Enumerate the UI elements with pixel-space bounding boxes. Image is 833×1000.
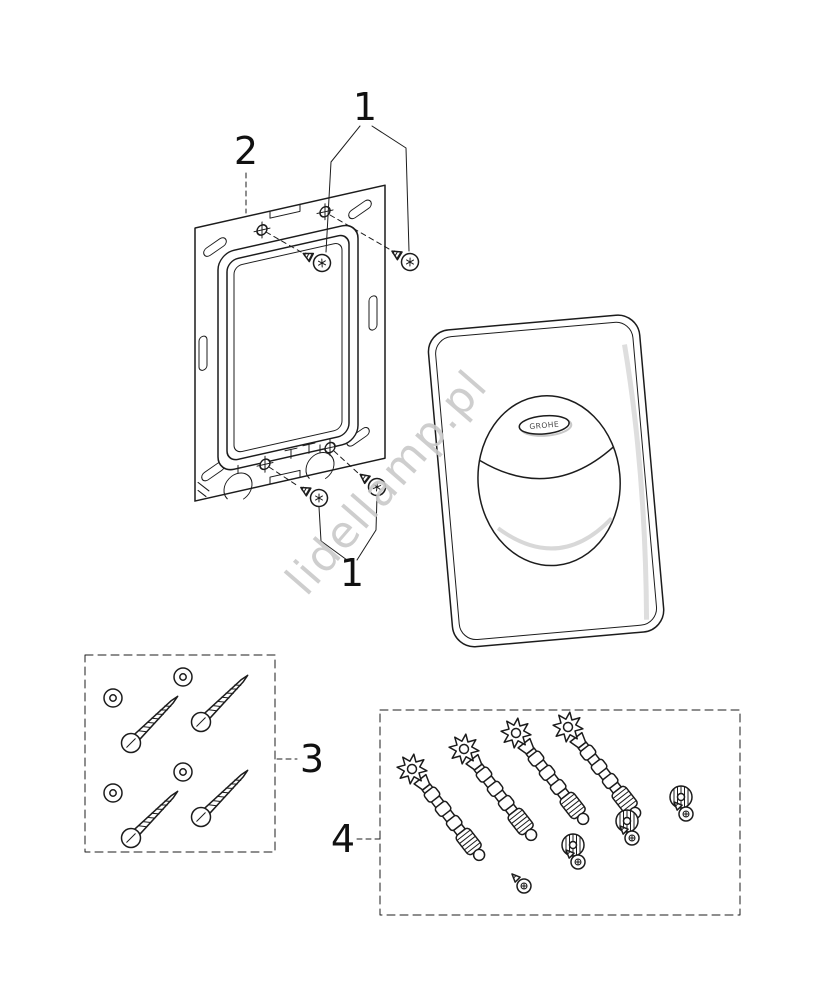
long-screw-2 (186, 667, 256, 737)
frame-opening (226, 234, 350, 461)
label-part1-bottom: 1 (340, 551, 364, 595)
label-part1-top: 1 (353, 85, 377, 129)
frame-screw-2 (386, 243, 423, 275)
frame-opening-inner-line (233, 243, 343, 453)
washer-2 (173, 667, 193, 687)
flush-plate-bevel (435, 321, 658, 641)
wall-anchor-4 (546, 705, 652, 828)
flush-button-shadow (496, 516, 614, 551)
label-part2: 2 (234, 129, 258, 173)
long-screw-4 (186, 762, 256, 832)
label-part4: 4 (331, 817, 355, 861)
leader-screw-bottom-left (268, 466, 299, 487)
leader-screw-bottom-right (333, 450, 359, 474)
screw-set-border (84, 654, 276, 853)
frame-screw-3 (295, 479, 332, 511)
frame-hatch (197, 481, 210, 498)
washer-1 (103, 688, 123, 708)
frame-top-notch (269, 203, 301, 219)
long-screw-1 (116, 688, 186, 758)
leader-screw-top-right (329, 214, 390, 250)
flush-button-divider (479, 446, 615, 480)
frame-screw-holes (253, 203, 339, 473)
frame-inlet-marks (284, 442, 316, 459)
frame-side-slot-right (368, 295, 378, 331)
flush-plate: GROHE (427, 314, 665, 648)
flush-plate-shading (622, 344, 650, 620)
anchor-set-box (379, 705, 741, 916)
screw-set-box (84, 654, 276, 853)
callout-part1-bottom (318, 495, 378, 561)
flush-button (477, 394, 621, 567)
long-screw-3 (116, 783, 186, 853)
leader-screw-top-left (265, 231, 302, 253)
frame-spring-clips (223, 444, 335, 503)
brand-logo-oval (518, 414, 570, 435)
brand-logo-text: GROHE (529, 420, 559, 432)
frame-bottom-notch (269, 469, 301, 485)
mounting-frame (194, 184, 386, 503)
frame-side-slot-left (198, 335, 208, 371)
anchor-set-border (379, 709, 741, 916)
washer-3 (103, 783, 123, 803)
anchor-screw-1 (506, 868, 535, 897)
label-part3: 3 (300, 737, 324, 781)
washer-4 (173, 762, 193, 782)
callout-part1-top (325, 125, 410, 253)
